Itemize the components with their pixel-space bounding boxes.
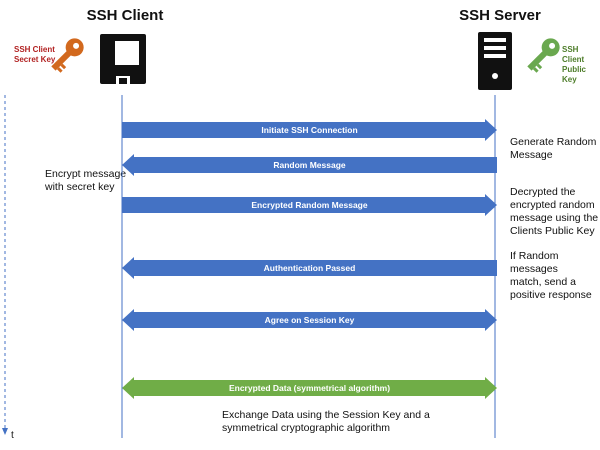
note-encrypt-message: Encrypt message with secret key bbox=[45, 168, 127, 193]
message-arrow-label-5: Agree on Session Key bbox=[264, 315, 355, 325]
note-decrypted: Decrypted the encrypted random message u… bbox=[510, 186, 599, 237]
time-axis-label: t bbox=[11, 430, 14, 441]
server-icon bbox=[478, 32, 512, 90]
note-generate-random: Generate Random Message bbox=[510, 136, 597, 161]
client-title: SSH Client bbox=[86, 7, 164, 24]
message-arrow-1 bbox=[122, 119, 497, 141]
server-key-label: SSH Client Public Key bbox=[562, 45, 587, 84]
computer-icon bbox=[100, 34, 146, 84]
client-key-label: SSH Client Secret Key bbox=[14, 45, 56, 64]
message-arrow-6 bbox=[122, 377, 497, 399]
client-key-icon bbox=[51, 38, 84, 73]
message-arrow-label-4: Authentication Passed bbox=[263, 263, 356, 273]
message-arrow-label-6: Encrypted Data (symmetrical algorithm) bbox=[228, 383, 391, 393]
server-key-icon bbox=[527, 38, 560, 73]
message-arrow-2 bbox=[122, 154, 497, 176]
message-arrow-label-3: Encrypted Random Message bbox=[251, 200, 368, 210]
server-title: SSH Server bbox=[459, 7, 541, 24]
time-axis bbox=[2, 95, 8, 435]
message-arrow-5 bbox=[122, 309, 497, 331]
message-arrow-4 bbox=[122, 257, 497, 279]
note-if-match: If Random messages match, send a positiv… bbox=[510, 250, 592, 301]
message-arrow-label-2: Random Message bbox=[273, 160, 346, 170]
note-exchange-data: Exchange Data using the Session Key and … bbox=[222, 409, 430, 434]
message-arrow-label-1: Initiate SSH Connection bbox=[261, 125, 358, 135]
message-arrow-3 bbox=[122, 194, 497, 216]
